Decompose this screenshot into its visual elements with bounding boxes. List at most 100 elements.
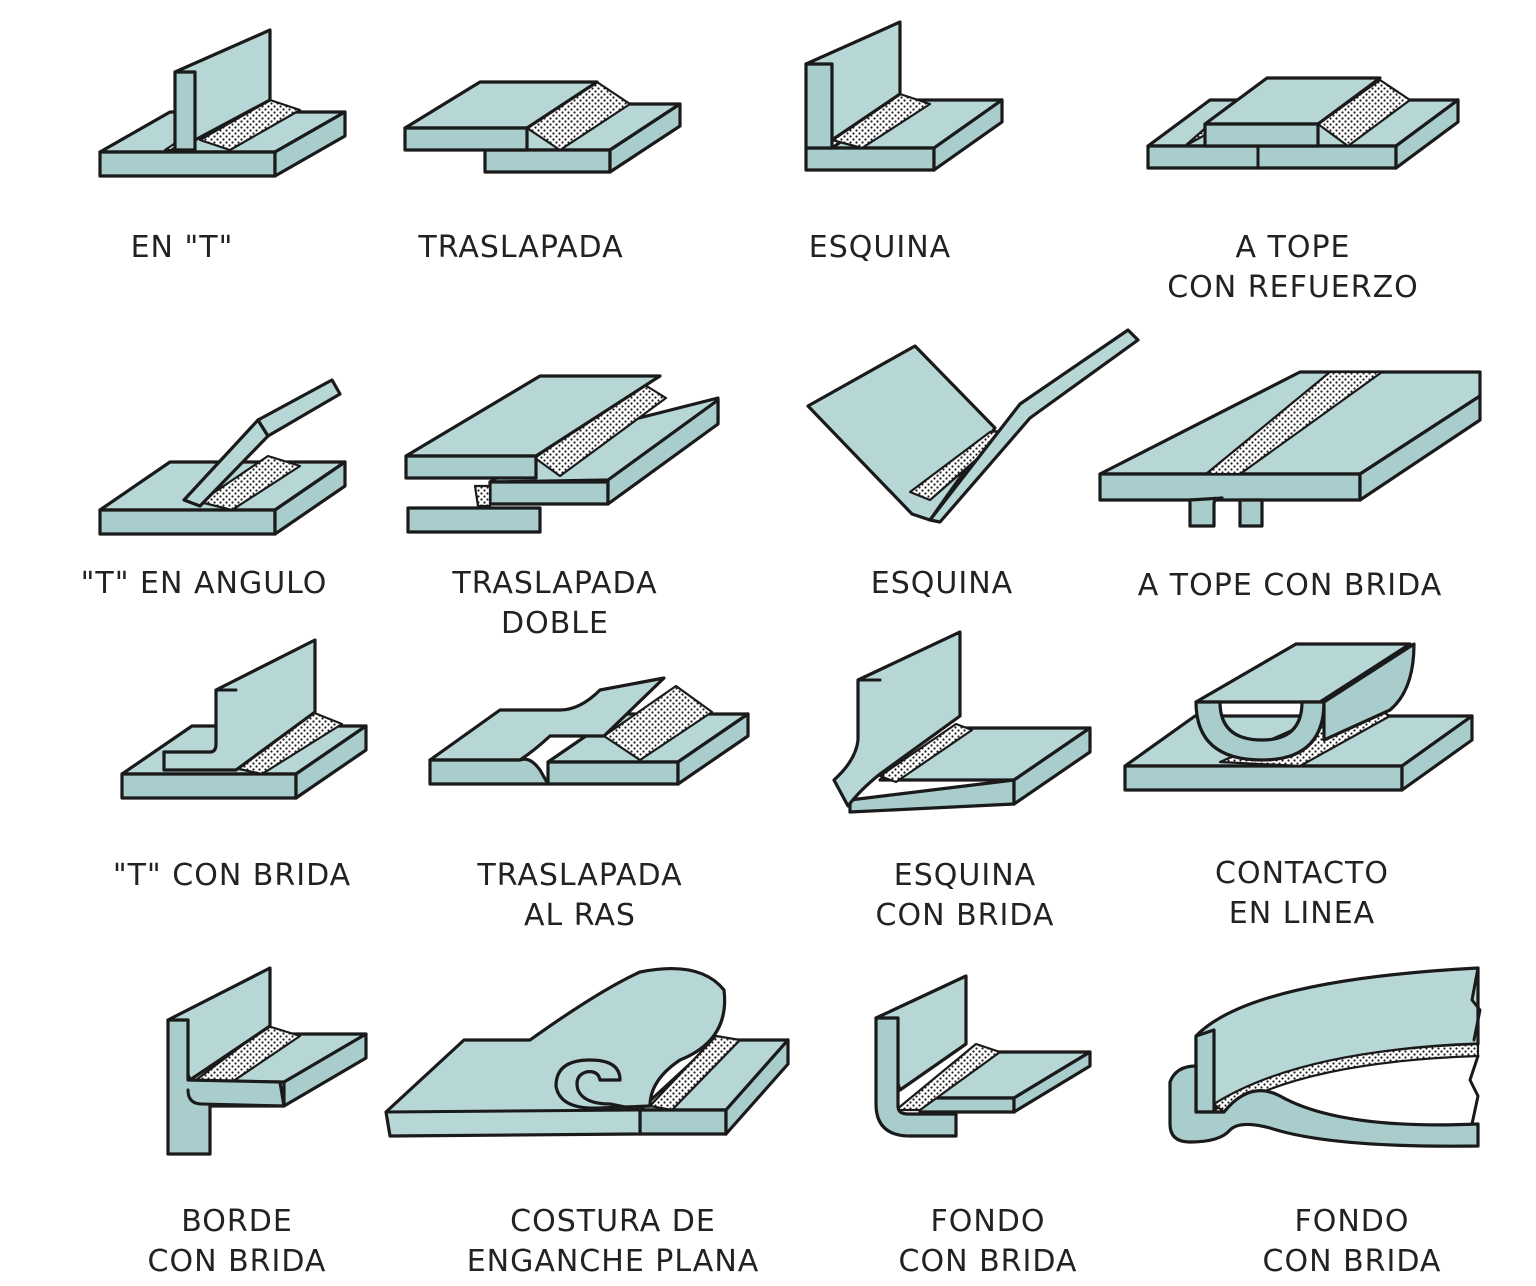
joint-illustration-traslapada-al-ras — [428, 676, 750, 786]
joint-illustration-fondo-con-brida-2 — [1168, 966, 1482, 1148]
joint-illustration-a-tope-brida — [1098, 370, 1482, 528]
flange-left — [1188, 496, 1224, 528]
half-pipe-top — [1194, 642, 1412, 704]
upper-plate-front — [403, 126, 529, 152]
joint-illustration-costura-enganche — [384, 966, 790, 1138]
caption-a-tope-refuerzo: A TOPE CON REFUERZO — [1167, 228, 1419, 308]
flange-right — [1238, 498, 1264, 528]
caption-line: AL RAS — [524, 898, 636, 933]
base-plate-side — [294, 724, 368, 800]
weld-bead-left — [473, 484, 492, 508]
bottom-plate-front — [406, 506, 542, 534]
base-plate-front — [848, 778, 1016, 814]
caption-t-en-angulo: "T" EN ANGULO — [81, 564, 328, 604]
caption-line: CON BRIDA — [898, 1244, 1078, 1279]
base-plate-side — [273, 460, 347, 536]
caption-line: FONDO — [930, 1204, 1046, 1239]
caption-line: CON REFUERZO — [1167, 270, 1419, 305]
flanged-bottom-front — [874, 1016, 958, 1138]
caption-en-t: EN "T" — [131, 228, 234, 268]
base-plate-side — [273, 110, 347, 178]
base-plate-side — [932, 98, 1004, 172]
caption-esquina-con-brida: ESQUINA CON BRIDA — [876, 856, 1055, 936]
flanged-edge-front — [166, 1018, 286, 1156]
upper-plate-front — [404, 454, 538, 480]
caption-line: CONTACTO — [1215, 856, 1389, 891]
joint-illustration-contacto-en-linea — [1123, 642, 1474, 792]
caption-line: TRASLAPADA — [418, 230, 624, 265]
weld-bead — [602, 684, 714, 762]
base-plate-front — [804, 146, 936, 172]
base-plate-front — [98, 150, 277, 178]
caption-line: "T" CON BRIDA — [112, 858, 352, 893]
caption-borde-con-brida: BORDE CON BRIDA — [148, 1202, 327, 1282]
base-plate-side — [1012, 726, 1092, 806]
base-plate-side — [1394, 98, 1460, 170]
flanged-base — [1168, 1064, 1480, 1148]
half-pipe-side — [1322, 642, 1416, 742]
joint-illustration-fondo-con-brida-1 — [874, 974, 1092, 1138]
base-plate-front — [1123, 764, 1404, 792]
caption-line: CON BRIDA — [875, 898, 1055, 933]
caption-esquina-1: ESQUINA — [809, 228, 951, 268]
weld-bead — [648, 1034, 742, 1112]
caption-line: ESQUINA — [808, 230, 952, 265]
joint-illustration-en-t — [98, 28, 347, 178]
plate-front — [1098, 472, 1362, 502]
left-plate — [806, 344, 997, 522]
caption-traslapada-al-ras: TRASLAPADA AL RAS — [477, 856, 682, 936]
caption-fondo-con-brida-1: FONDO CON BRIDA — [899, 1202, 1078, 1282]
caption-a-tope-brida: A TOPE CON BRIDA — [1138, 566, 1443, 606]
caption-line: FONDO — [1294, 1204, 1410, 1239]
weld-bead — [198, 454, 302, 512]
upper-plate-front — [428, 757, 550, 786]
upper-plate-top — [428, 676, 666, 762]
weld-bead — [878, 722, 974, 784]
caption-contacto-en-linea: CONTACTO EN LINEA — [1215, 854, 1389, 934]
caption-line: ESQUINA — [870, 566, 1014, 601]
lower-plate-side — [608, 102, 682, 174]
joint-illustration-a-tope-refuerzo — [1146, 76, 1460, 170]
reinforce-plate-front — [1203, 122, 1320, 148]
caption-line: TRASLAPADA — [452, 566, 658, 601]
caption-line: ENGANCHE PLANA — [466, 1244, 760, 1279]
joint-illustration-esquina-1 — [804, 20, 1004, 172]
joint-illustration-borde-con-brida — [166, 966, 368, 1156]
caption-line: CON BRIDA — [1262, 1244, 1442, 1279]
plate-side — [1358, 394, 1482, 502]
caption-line: DOBLE — [501, 606, 609, 641]
caption-esquina-2: ESQUINA — [871, 564, 1013, 604]
joint-illustration-t-con-brida — [120, 638, 368, 800]
weld-bead — [894, 1042, 1002, 1112]
caption-line: A TOPE — [1235, 230, 1351, 265]
joint-illustration-traslapada — [403, 80, 682, 174]
lower-plate-edge — [676, 712, 750, 786]
curved-shell-top — [1194, 966, 1480, 1112]
caption-line: EN "T" — [130, 230, 234, 265]
joint-illustration-t-en-angulo — [98, 378, 347, 536]
caption-traslapada-doble: TRASLAPADA DOBLE — [452, 564, 657, 644]
caption-line: COSTURA DE — [510, 1204, 716, 1239]
base-plate-front — [98, 508, 277, 536]
base-plate-front — [120, 772, 298, 800]
caption-line: BORDE — [181, 1204, 293, 1239]
middle-plate-side — [606, 398, 720, 506]
joint-illustration-esquina-con-brida — [832, 630, 1092, 814]
caption-line: ESQUINA — [893, 858, 1037, 893]
caption-line: EN LINEA — [1228, 896, 1376, 931]
base-plate-side — [1400, 714, 1474, 792]
caption-line: CON BRIDA — [147, 1244, 327, 1279]
upright-plate-front — [804, 62, 834, 150]
caption-line: A TOPE CON BRIDA — [1137, 568, 1443, 603]
base-plate-front — [1146, 144, 1398, 170]
caption-line: TRASLAPADA — [477, 858, 683, 893]
shell-edge — [1194, 1028, 1216, 1114]
caption-costura-enganche: COSTURA DE ENGANCHE PLANA — [467, 1202, 760, 1282]
angled-plate-top — [256, 378, 342, 438]
flanged-upright — [832, 630, 962, 808]
right-plate — [928, 328, 1140, 524]
caption-line: "T" EN ANGULO — [80, 566, 328, 601]
joint-illustration-traslapada-doble — [404, 374, 720, 534]
